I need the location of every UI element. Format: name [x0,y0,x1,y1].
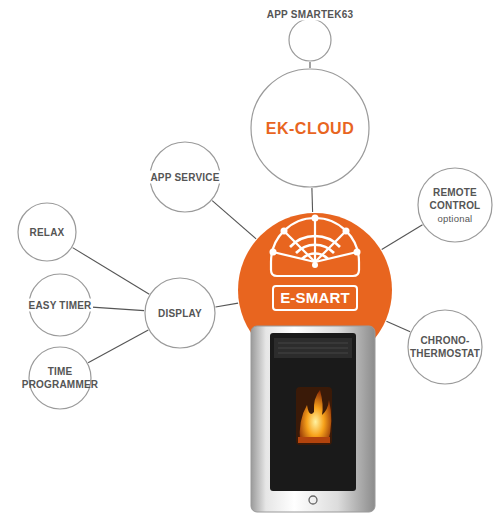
stove-grille [274,338,352,358]
circle-node: CHRONO-THERMOSTAT [407,309,483,385]
text-group: RELAX [17,226,77,239]
icon-dot [343,228,350,235]
wifi-arc [290,236,340,247]
text-group: E-SMART [250,285,380,311]
icon-dot [312,215,319,222]
node-label: APP SERVICE [148,171,221,184]
icon-arc [271,218,359,262]
icon-dot [281,228,288,235]
embers [298,437,330,443]
node-label: E-SMART [272,285,358,311]
circle-shape [251,69,369,187]
fire-window [296,387,332,445]
circle-node: DISPLAY [144,277,216,349]
node-label: TIME PROGRAMMER [20,365,100,391]
circle-shape [238,213,392,367]
wifi-arc [296,245,334,253]
node-label: EASY TIMER [27,299,94,312]
grille-line [278,348,348,349]
network-icon [271,218,359,276]
icon-dot [312,262,318,268]
icon-dot [354,249,361,256]
circle-node: EK-CLOUD [250,68,370,188]
stove-glass [270,333,356,491]
text-group: DISPLAY [140,307,220,320]
pellet-stove [251,326,375,512]
node-label: REMOTE CONTROL [419,186,491,212]
icon-spoke [273,252,315,262]
circle-outline [28,346,92,410]
text-group: EK-CLOUD [255,122,365,135]
text-group: APP SMARTEK63 [250,8,370,21]
icon-spoke [315,231,346,262]
circle-shape [418,168,492,242]
icon-dots [270,215,361,269]
circle-node: RELAX [17,202,77,262]
grille-line [278,343,348,344]
flame [300,390,332,443]
circle-node: EASY TIMER [28,273,92,337]
circle-node: APP SMARTEK63 [288,18,332,62]
icon-spoke [315,252,357,262]
connector-line [382,225,423,250]
node-label: CHRONO-THERMOSTAT [407,334,483,360]
text-group: APP SERVICE [140,171,230,184]
circle-shape [145,278,215,348]
node-note: optional [438,212,473,225]
icon-spoke [314,218,316,262]
text-group: REMOTE CONTROLoptional [419,186,491,225]
node-label: DISPLAY [158,307,202,320]
wifi-arc [302,253,328,259]
stove-body [251,326,375,512]
connector-line [311,188,313,212]
text-group: TIME PROGRAMMER [20,365,100,391]
connector-line [212,201,256,239]
circle-outline [407,309,483,385]
circle-node: E-SMART [237,212,393,368]
grille-line [278,353,348,354]
circle-shape [18,203,76,261]
text-group: EASY TIMER [5,299,115,312]
power-button [309,496,317,504]
circle-node: TIME PROGRAMMER [28,346,92,410]
text-group: CHRONO-THERMOSTAT [407,334,483,360]
connector-line [92,307,144,311]
icon-dot [270,249,277,256]
connector-line [386,321,410,331]
circle-outline [288,18,332,62]
connector-line [88,330,148,363]
connector-line [216,303,239,307]
node-label: EK-CLOUD [266,122,354,135]
node-label: RELAX [30,226,65,239]
circle-node: APP SERVICE [149,141,221,213]
icon-spoke [284,231,315,262]
circle-shape [289,19,331,61]
circle-shape [29,347,91,409]
node-label: APP SMARTEK63 [265,8,355,21]
icon-base [271,262,359,276]
circle-node: REMOTE CONTROLoptional [417,167,493,243]
connector-line [309,62,310,68]
circle-shape [408,310,482,384]
